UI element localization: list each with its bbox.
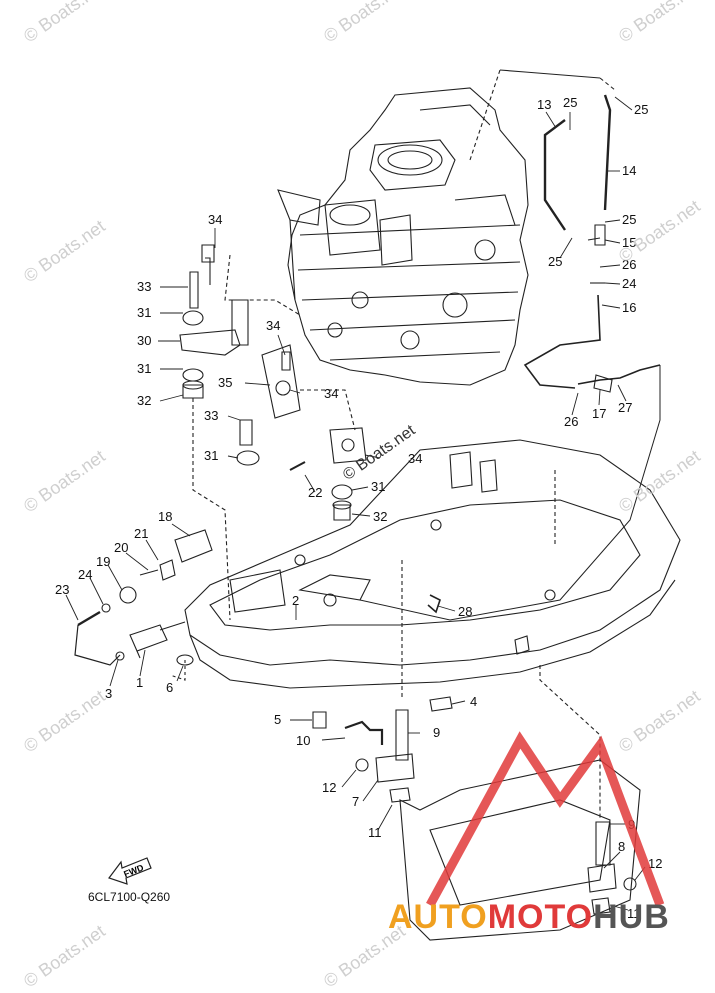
callout: 8 bbox=[618, 839, 625, 854]
callout: 21 bbox=[134, 526, 148, 541]
callout: 22 bbox=[308, 485, 322, 500]
callout: 4 bbox=[470, 694, 477, 709]
callout: 34 bbox=[208, 212, 222, 227]
callout-labels: 34 33 31 30 31 32 34 35 34 33 31 34 22 3… bbox=[55, 95, 662, 921]
callout: 32 bbox=[373, 509, 387, 524]
fuel-hoses bbox=[359, 94, 661, 621]
callout: 17 bbox=[592, 406, 606, 421]
bottom-cowling bbox=[176, 439, 681, 689]
callout: 13 bbox=[537, 97, 551, 112]
callout: 20 bbox=[114, 540, 128, 555]
callout: 33 bbox=[204, 408, 218, 423]
callout: 30 bbox=[137, 333, 151, 348]
callout: 15 bbox=[622, 235, 636, 250]
callout: 35 bbox=[218, 375, 232, 390]
callout: 23 bbox=[55, 582, 69, 597]
callout: 19 bbox=[96, 554, 110, 569]
callout: 34 bbox=[266, 318, 280, 333]
callout: 16 bbox=[622, 300, 636, 315]
bracket-assembly bbox=[179, 244, 367, 621]
callout: 33 bbox=[137, 279, 151, 294]
callout: 34 bbox=[408, 451, 422, 466]
callout: 9 bbox=[433, 725, 440, 740]
callout: 28 bbox=[458, 604, 472, 619]
callout: 24 bbox=[78, 567, 92, 582]
callout: 25 bbox=[634, 102, 648, 117]
callout: 11 bbox=[368, 825, 382, 840]
callout: 6 bbox=[166, 680, 173, 695]
callout: 11 bbox=[627, 906, 641, 921]
fwd-label: FWD bbox=[122, 862, 145, 879]
callout: 12 bbox=[648, 856, 662, 871]
engine-block bbox=[277, 69, 616, 386]
callout: 31 bbox=[371, 479, 385, 494]
callout: 12 bbox=[322, 780, 336, 795]
callout: 26 bbox=[564, 414, 578, 429]
callout: 10 bbox=[296, 733, 310, 748]
callout: 32 bbox=[137, 393, 151, 408]
callout: 2 bbox=[292, 593, 299, 608]
left-fittings bbox=[74, 529, 213, 681]
callout: 25 bbox=[563, 95, 577, 110]
callout: 25 bbox=[548, 254, 562, 269]
callout: 7 bbox=[352, 794, 359, 809]
callout: 18 bbox=[158, 509, 172, 524]
callout: 5 bbox=[274, 712, 281, 727]
logo-part: AUTO bbox=[388, 898, 488, 936]
leader-lines bbox=[65, 96, 646, 911]
callout: 14 bbox=[622, 163, 636, 178]
logo-part: HUB bbox=[593, 898, 670, 936]
callout: 31 bbox=[137, 305, 151, 320]
callout: 26 bbox=[622, 257, 636, 272]
logo-mark bbox=[426, 731, 665, 908]
logo-part: MOTO bbox=[487, 898, 594, 936]
callout: 34 bbox=[324, 386, 338, 401]
callout: 31 bbox=[137, 361, 151, 376]
automotohub-logo: AUTOMOTOHUB bbox=[388, 898, 670, 937]
callout: 3 bbox=[105, 686, 112, 701]
callout: 27 bbox=[618, 400, 632, 415]
callout: 24 bbox=[622, 276, 636, 291]
callout: 31 bbox=[204, 448, 218, 463]
fwd-arrow-icon: FWD bbox=[105, 848, 155, 893]
callout: 25 bbox=[622, 212, 636, 227]
callout: 1 bbox=[136, 675, 143, 690]
diagram-code: 6CL7100-Q260 bbox=[88, 890, 171, 904]
